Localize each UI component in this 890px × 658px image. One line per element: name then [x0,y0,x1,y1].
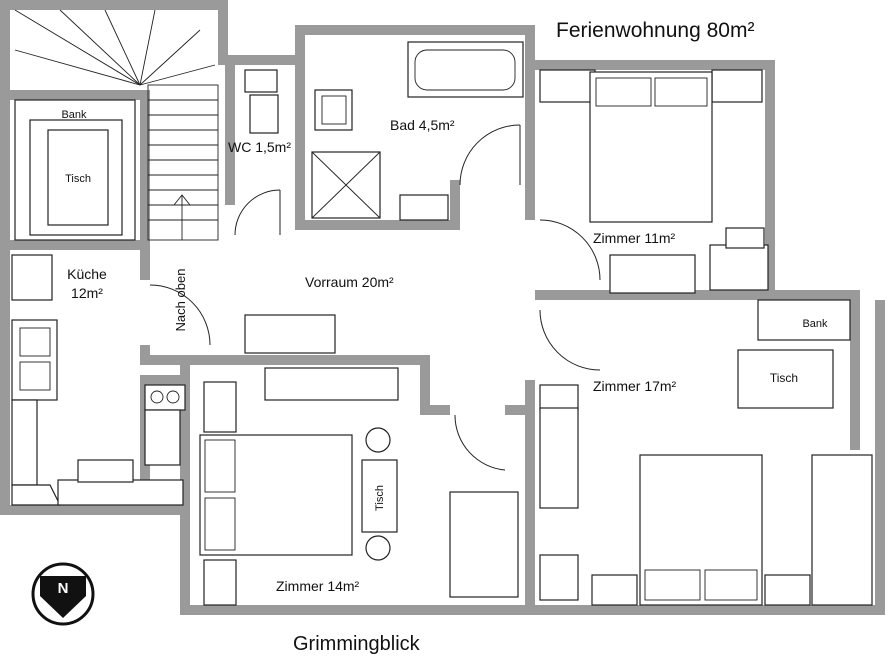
room-17-furniture [539,299,873,606]
furniture-label-bank-17: Bank [802,318,828,330]
stairs-label: Nach oben [173,269,188,332]
room-label-kueche: Küche [67,266,107,282]
compass-icon: N [31,562,95,626]
furniture-label-tisch-kitchen: Tisch [65,173,91,185]
plan-footer: Grimmingblick [293,633,421,655]
room-14-furniture [199,314,519,606]
furniture-label-tisch-14: Tisch [374,485,386,511]
furniture-label-tisch-17: Tisch [770,371,798,385]
doors [149,124,601,471]
staircase [14,9,219,241]
room-label-zimmer-14: Zimmer 14m² [276,578,360,594]
room-label-zimmer-11: Zimmer 11m² [593,230,676,246]
plan-title: Ferienwohnung 80m² [556,19,754,42]
room-label-kueche-area: 12m² [71,285,103,301]
kitchen-furniture [11,99,186,506]
bathroom-fixtures [244,41,524,221]
room-label-bad: Bad 4,5m² [390,117,455,133]
room-11-furniture [539,69,769,294]
room-label-vorraum: Vorraum 20m² [305,274,394,290]
compass-label: N [58,580,69,597]
room-label-zimmer-17: Zimmer 17m² [593,378,677,394]
room-label-wc: WC 1,5m² [228,139,291,155]
furniture-label-bank-kitchen: Bank [61,109,87,121]
